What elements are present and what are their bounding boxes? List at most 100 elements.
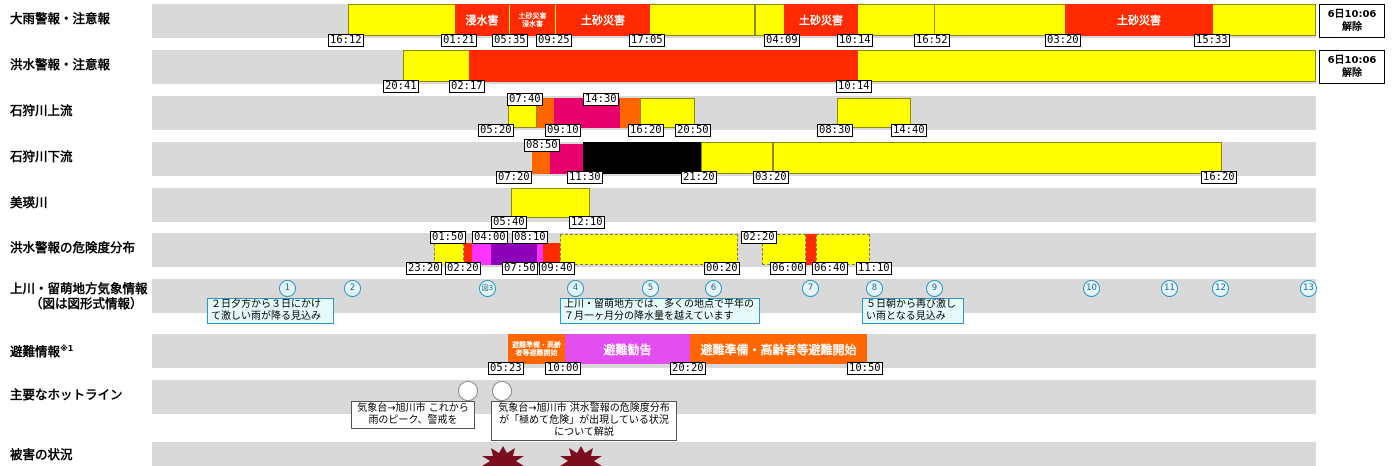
- time-tag: 09:25: [536, 34, 572, 47]
- bar-flood-warning: [469, 50, 858, 82]
- bar-upper-level2b: [620, 98, 640, 128]
- weather-note-2: 上川・留萌地方では、多くの地点で平年の７月一ヶ月分の降水量を越えています: [560, 298, 760, 324]
- time-tag: 16:20: [628, 124, 664, 137]
- weather-info-marker[interactable]: 10: [1083, 280, 1100, 297]
- row-label-heavy-rain: 大雨警報・注意報: [10, 11, 111, 26]
- time-tag: 07:40: [507, 93, 543, 106]
- time-tag: 20:50: [675, 124, 711, 137]
- time-tag: 11:30: [567, 171, 603, 184]
- time-tag: 23:20: [406, 262, 442, 275]
- row-label-ishikari-lower: 石狩川下流: [10, 149, 73, 164]
- time-tag: 09:10: [545, 124, 581, 137]
- bar-risk-level3b: [537, 243, 543, 265]
- bar-evac-prep: 避難準備・高齢者等避難開始: [690, 334, 867, 364]
- footnote-mark: ※1: [60, 344, 74, 353]
- hotline-note-2: 気象台→旭川市 洪水警報の危険度分布が「極めて危険」が出現している状況について解…: [491, 401, 677, 441]
- time-tag: 03:20: [1045, 34, 1081, 47]
- weather-info-marker[interactable]: 8: [866, 280, 883, 297]
- weather-note-1: ２日夕方から３日にかけて激しい雨が降る見込み: [207, 298, 334, 324]
- bar-lower-level1: [701, 142, 773, 174]
- bar-biei-level1: [511, 188, 590, 218]
- time-tag: 02:20: [445, 262, 481, 275]
- time-tag: 04:09: [764, 34, 800, 47]
- time-tag: 16:52: [914, 34, 950, 47]
- bar-upper-level1c: [837, 98, 911, 128]
- weather-info-marker[interactable]: 9: [926, 280, 943, 297]
- time-tag: 06:00: [770, 262, 806, 275]
- bar-risk-level3: [472, 243, 491, 265]
- hotline-marker-1[interactable]: [458, 381, 478, 401]
- time-tag: 20:41: [383, 80, 419, 93]
- bar-risk-level1b: [560, 234, 738, 265]
- row-label-flood-risk: 洪水警報の危険度分布: [10, 240, 136, 255]
- row-label-flood: 洪水警報・注意報: [10, 57, 111, 72]
- weather-info-marker[interactable]: 4: [567, 280, 584, 297]
- damage-burst-icon: [560, 446, 602, 466]
- time-tag: 14:40: [891, 124, 927, 137]
- time-tag: 01:21: [441, 34, 477, 47]
- bar-rain-landslide-2: 土砂災害: [784, 4, 858, 36]
- damage-burst-icon: [482, 446, 524, 466]
- time-tag: 05:20: [478, 124, 514, 137]
- bar-evac-advisory: 避難勧告: [565, 334, 690, 364]
- row-label-hotline: 主要なホットライン: [10, 387, 123, 402]
- time-tag: 10:14: [836, 80, 872, 93]
- track-hotline: [152, 380, 1316, 414]
- weather-info-marker[interactable]: 2: [344, 280, 361, 297]
- time-tag: 04:00: [472, 231, 508, 244]
- time-tag: 10:50: [847, 362, 883, 375]
- weather-note-3: ５日朝から再び激しい雨となる見込み: [862, 298, 964, 324]
- weather-info-marker[interactable]: 11: [1161, 280, 1178, 297]
- bar-risk-level1c: [762, 234, 806, 265]
- time-tag: 16:20: [1201, 171, 1237, 184]
- weather-info-marker[interactable]: 13: [1300, 280, 1317, 297]
- row-label-ishikari-upper: 石狩川上流: [10, 103, 73, 118]
- weather-info-marker[interactable]: 5: [642, 280, 659, 297]
- time-tag: 16:12: [328, 34, 364, 47]
- time-tag: 14:30: [583, 93, 619, 106]
- bar-rain-landslide-3: 土砂災害: [1065, 4, 1213, 36]
- time-tag: 03:20: [753, 171, 789, 184]
- time-tag: 00:20: [704, 262, 740, 275]
- row-label-damage: 被害の状況: [10, 447, 73, 462]
- bar-rain-inundation: 浸水害: [455, 4, 509, 36]
- time-tag: 17:05: [629, 34, 665, 47]
- weather-info-marker[interactable]: 6: [705, 280, 722, 297]
- time-tag: 05:35: [492, 34, 528, 47]
- hotline-marker-2[interactable]: [492, 381, 512, 401]
- bar-lower-level1b: [773, 142, 1222, 174]
- time-tag: 15:33: [1194, 34, 1230, 47]
- time-tag: 05:40: [491, 216, 527, 229]
- bar-risk-level1d: [816, 234, 870, 265]
- row-label-weather-info: 上川・留萌地方気象情報: [10, 281, 148, 296]
- bar-lower-level4: [583, 142, 701, 174]
- bar-risk-level2c: [806, 234, 816, 265]
- time-tag: 20:20: [670, 362, 706, 375]
- time-tag: 05:23: [488, 362, 524, 375]
- time-tag: 08:10: [512, 231, 548, 244]
- bar-rain-divider: [934, 4, 935, 36]
- weather-info-marker[interactable]: 図3: [479, 280, 496, 297]
- time-tag: 11:10: [856, 262, 892, 275]
- time-tag: 10:14: [837, 34, 873, 47]
- time-tag: 06:40: [812, 262, 848, 275]
- weather-info-marker[interactable]: 7: [802, 280, 819, 297]
- time-tag: 21:20: [681, 171, 717, 184]
- row-label-weather-info-sub: （図は図形式情報）: [30, 296, 143, 311]
- track-ishikari-upper: [152, 96, 1316, 130]
- time-tag: 08:30: [817, 124, 853, 137]
- weather-info-marker[interactable]: 1: [279, 280, 296, 297]
- bar-rain-mixed: 土砂災害浸水害: [510, 4, 555, 36]
- weather-info-marker[interactable]: 12: [1212, 280, 1229, 297]
- time-tag: 02:20: [741, 231, 777, 244]
- bar-lower-level2: [532, 152, 550, 174]
- time-tag: 12:10: [569, 216, 605, 229]
- row-label-evacuation: 避難情報※1: [10, 344, 74, 360]
- bar-upper-level1b: [640, 98, 695, 128]
- time-tag: 02:17: [449, 80, 485, 93]
- bar-risk-level4: [491, 243, 537, 265]
- hotline-note-1: 気象台→旭川市 これから雨のピーク、警戒を: [351, 401, 475, 429]
- time-tag: 08:50: [524, 139, 560, 152]
